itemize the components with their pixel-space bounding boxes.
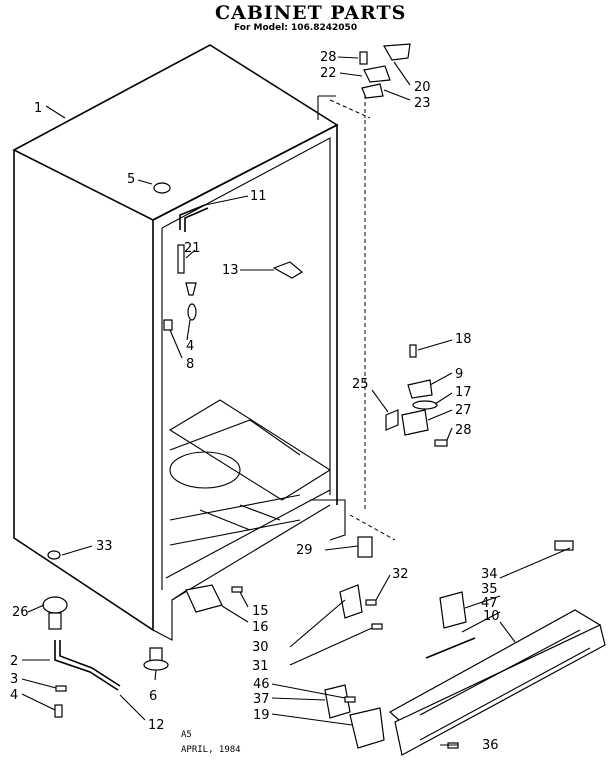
- callout-15: 15: [252, 604, 269, 619]
- callout-9: 9: [455, 367, 463, 382]
- parts: [42, 43, 606, 756]
- callout-37: 37: [253, 692, 270, 707]
- callout-28: 28: [455, 423, 472, 438]
- callout-35: 35: [481, 582, 498, 597]
- callout-13: 13: [222, 263, 239, 278]
- cabinet-body: [12, 44, 346, 641]
- callout-5: 5: [127, 172, 135, 187]
- callout-17: 17: [455, 385, 472, 400]
- callout-18: 18: [455, 332, 472, 347]
- callout-19: 19: [253, 708, 270, 723]
- footer-code: A5: [181, 730, 192, 740]
- callout-29: 29: [296, 543, 313, 558]
- callout-31: 31: [252, 659, 269, 674]
- callout-46: 46: [253, 677, 270, 692]
- callout-16: 16: [252, 620, 269, 635]
- callout-33: 33: [96, 539, 113, 554]
- callout-labels: 1 2 3 4 4 5 6 8 9 10 11 12 13 15 16 17 1…: [10, 50, 500, 753]
- callout-4: 4: [10, 688, 18, 703]
- callout-34: 34: [481, 567, 498, 582]
- callout-26: 26: [12, 605, 29, 620]
- callout-23: 23: [414, 96, 431, 111]
- page-title: CABINET PARTS: [215, 2, 407, 24]
- callout-30: 30: [252, 640, 269, 655]
- callout-32: 32: [392, 567, 409, 582]
- callout-21: 21: [184, 241, 201, 256]
- callout-1: 1: [34, 101, 42, 116]
- leader-lines: [21, 56, 571, 746]
- callout-22: 22: [320, 66, 337, 81]
- callout-47: 47: [481, 596, 498, 611]
- callout-4-upper: 4: [186, 339, 194, 354]
- callout-36: 36: [482, 738, 499, 753]
- model-number: For Model: 106.8242050: [234, 23, 358, 33]
- callout-12: 12: [148, 718, 165, 733]
- callout-8: 8: [186, 357, 194, 372]
- footer-date: APRIL, 1984: [181, 745, 241, 755]
- callout-11: 11: [250, 189, 267, 204]
- callout-2: 2: [10, 654, 18, 669]
- dashed-leaders: [329, 95, 396, 541]
- callout-3: 3: [10, 672, 18, 687]
- callout-28-top: 28: [320, 50, 337, 65]
- callout-6: 6: [149, 689, 157, 704]
- callout-10: 10: [483, 609, 500, 624]
- callout-20: 20: [414, 80, 431, 95]
- callout-27: 27: [455, 403, 472, 418]
- callout-25: 25: [352, 377, 369, 392]
